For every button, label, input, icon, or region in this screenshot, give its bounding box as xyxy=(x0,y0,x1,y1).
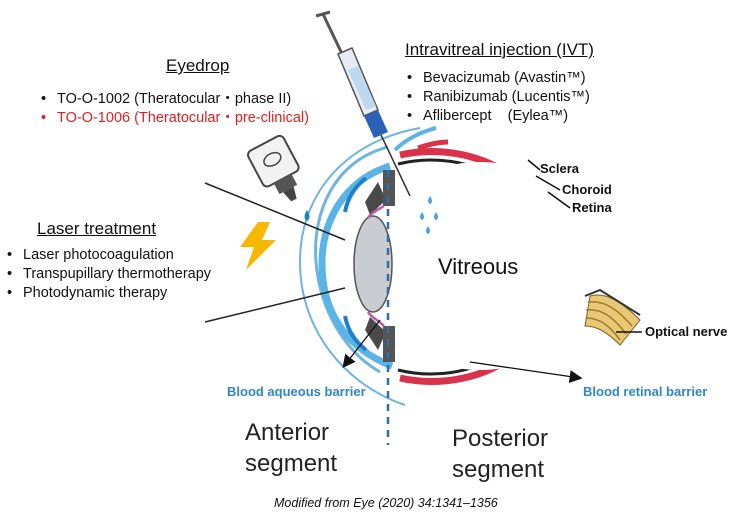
ivt-item: Ranibizumab (Lucentis™) xyxy=(407,88,590,107)
outer-conjunctiva-line xyxy=(298,127,421,406)
laser-beam-upper xyxy=(204,182,346,241)
retina-pointer xyxy=(547,191,571,209)
figure-credit: Modified from Eye (2020) 34:1341–1356 xyxy=(274,496,498,510)
laser-bolt-icon xyxy=(240,222,276,270)
conjunctiva-blue-lower xyxy=(343,315,368,352)
ivt-list: Bevacizumab (Avastin™) Ranibizumab (Luce… xyxy=(407,69,590,126)
choroid-pointer xyxy=(535,175,561,191)
sclera-pointer xyxy=(527,159,541,171)
ivt-item: Bevacizumab (Avastin™) xyxy=(407,69,590,88)
optical-nerve-label: Optical nerve xyxy=(645,324,728,339)
anterior-line2: segment xyxy=(245,450,338,477)
posterior-line2: segment xyxy=(452,456,545,483)
cornea xyxy=(318,162,394,370)
retina-label: Retina xyxy=(572,200,612,215)
laser-heading: Laser treatment xyxy=(37,219,157,238)
anterior-segment-label: Anterior segment xyxy=(245,417,337,479)
optic-nerve xyxy=(584,288,641,346)
retinal-barrier-arrow xyxy=(469,361,583,383)
posterior-line1: Posterior xyxy=(452,425,549,452)
blood-aqueous-barrier-label: Blood aqueous barrier xyxy=(227,384,366,399)
eyedrop-list: TO-O-1002 (Theratocular・phase II) TO-O-1… xyxy=(41,90,309,128)
laser-beam-lower xyxy=(204,287,346,323)
zonule-upper xyxy=(366,204,385,219)
laser-item: Photodynamic therapy xyxy=(7,284,211,303)
drug-drops-icon xyxy=(420,196,438,234)
vitreous-label: Vitreous xyxy=(438,254,519,279)
sclera-label: Sclera xyxy=(540,161,580,176)
eyedrop-bottle-icon xyxy=(247,134,310,221)
posterior-segment-label: Posterior segment xyxy=(452,423,548,485)
ivt-blue-arc xyxy=(393,126,437,152)
lens xyxy=(353,215,393,313)
syringe-icon xyxy=(315,10,411,197)
ivt-item: Aflibercept (Eylea™) xyxy=(407,107,590,126)
laser-item: Laser photocoagulation xyxy=(7,246,211,265)
blood-retinal-barrier-label: Blood retinal barrier xyxy=(583,384,708,399)
zonule-lower xyxy=(366,311,385,327)
eyedrop-item: TO-O-1006 (Theratocular・pre-clinical) xyxy=(41,109,309,128)
ivt-heading: Intravitreal injection (IVT) xyxy=(405,40,594,59)
laser-list: Laser photocoagulation Transpupillary th… xyxy=(7,246,211,303)
eyedrop-item: TO-O-1002 (Theratocular・phase II) xyxy=(41,90,309,109)
iris-upper xyxy=(365,182,386,215)
iris-lower xyxy=(365,317,386,350)
aqueous-barrier-arrow xyxy=(342,319,381,369)
eyedrop-heading: Eyedrop xyxy=(166,56,230,75)
ivt-red-arc xyxy=(417,139,449,151)
conjunctiva-blue-upper xyxy=(343,176,368,213)
anterior-line1: Anterior xyxy=(245,419,330,446)
outer-lid-line xyxy=(314,145,389,374)
laser-item: Transpupillary thermotherapy xyxy=(7,265,211,284)
choroid-label: Choroid xyxy=(562,182,612,197)
